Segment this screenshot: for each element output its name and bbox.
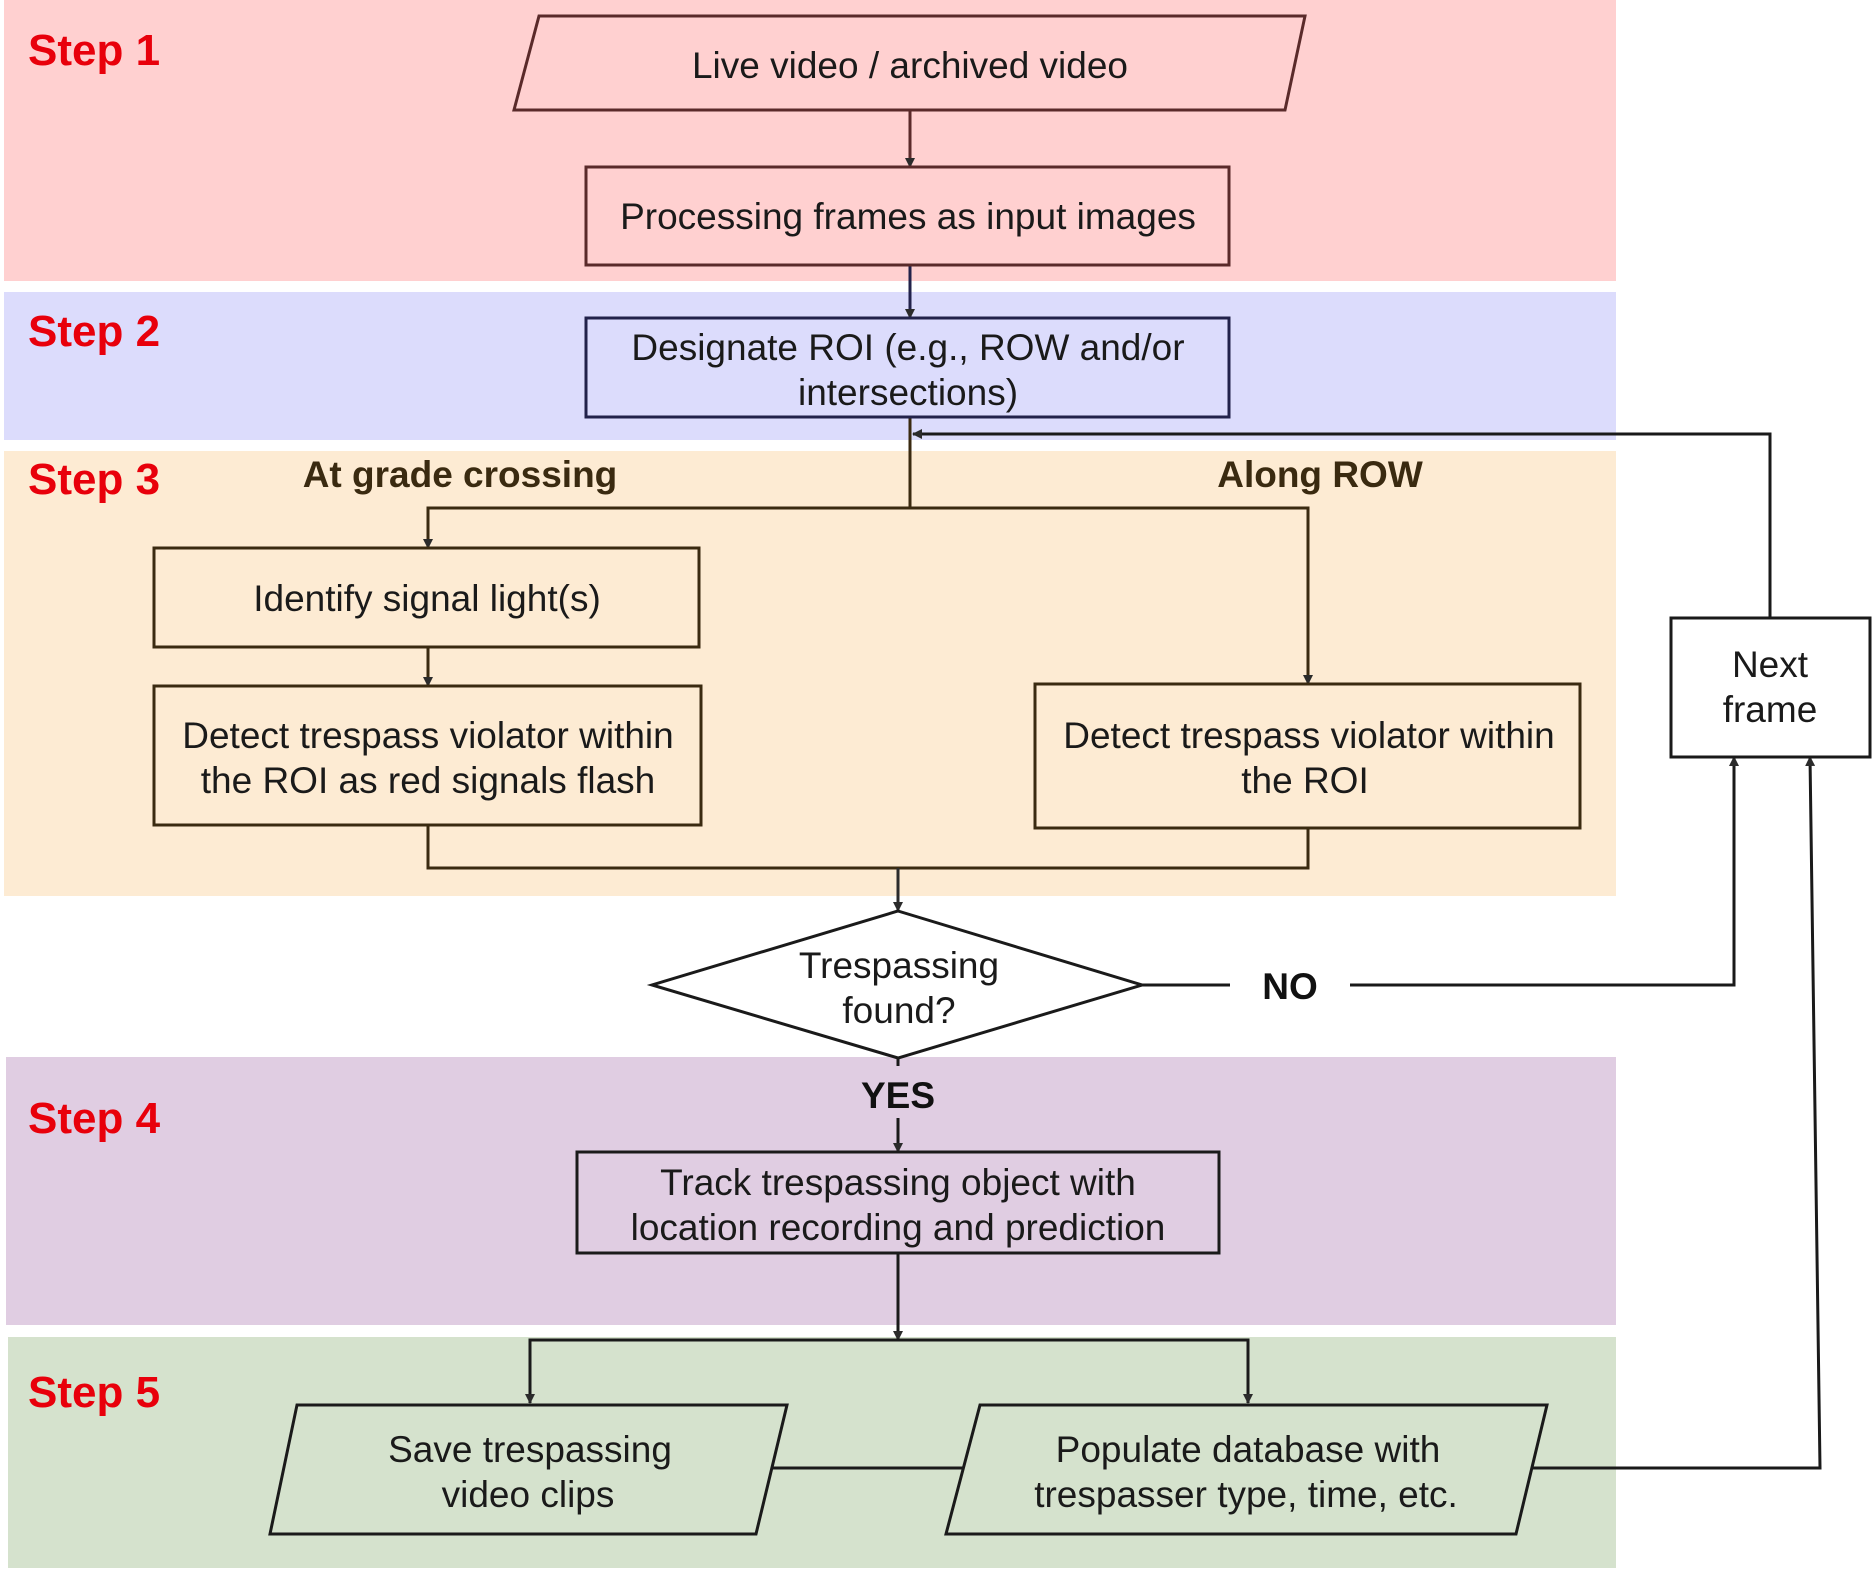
branch-label-at-grade: At grade crossing (303, 454, 618, 495)
node-track-object: Track trespassing object with location r… (575, 1150, 1221, 1255)
node-processing-frames: Processing frames as input images (584, 165, 1231, 267)
node-next-frame-line2: frame (1723, 689, 1818, 730)
node-track-object-line1: Track trespassing object with (660, 1162, 1136, 1203)
node-save-clips-line2: video clips (442, 1474, 615, 1515)
node-identify-signal-label: Identify signal light(s) (253, 578, 601, 619)
connector-to-detect-row (910, 506, 1313, 685)
node-next-frame-line1: Next (1732, 644, 1809, 685)
connector-next-frame-to-roi (912, 429, 1772, 618)
node-identify-signal: Identify signal light(s) (152, 546, 701, 649)
node-next-frame: Next frame (1669, 616, 1872, 759)
connector-to-populate-db (898, 1338, 1253, 1404)
node-populate-db-line2: trespasser type, time, etc. (1034, 1474, 1458, 1515)
decision-yes-label: YES (861, 1075, 935, 1116)
node-populate-db-line1: Populate database with (1056, 1429, 1441, 1470)
connector-db-to-next-frame (1533, 756, 1822, 1470)
node-detect-crossing-line2: the ROI as red signals flash (201, 760, 656, 801)
step2-label: Step 2 (28, 307, 160, 356)
decision-no-label: NO (1262, 966, 1318, 1007)
node-designate-roi-line2: intersections) (798, 372, 1018, 413)
node-processing-frames-label: Processing frames as input images (620, 196, 1196, 237)
node-designate-roi-line1: Designate ROI (e.g., ROW and/or (631, 327, 1184, 368)
connector-to-save-clips (525, 1338, 898, 1404)
node-save-clips: Save trespassing video clips (268, 1403, 789, 1536)
branch-label-along-row: Along ROW (1217, 454, 1423, 495)
node-input-video: Live video / archived video (512, 14, 1307, 112)
connector-no-to-next-frame (1350, 756, 1739, 987)
step1-label: Step 1 (28, 26, 160, 75)
connector-to-identify-signal (423, 506, 910, 549)
node-decision-line1: Trespassing (799, 945, 999, 986)
node-designate-roi: Designate ROI (e.g., ROW and/or intersec… (584, 316, 1231, 419)
step5-label: Step 5 (28, 1368, 160, 1417)
node-save-clips-line1: Save trespassing (388, 1429, 672, 1470)
node-detect-row-line2: the ROI (1241, 760, 1369, 801)
connector-detect-crossing-merge (426, 825, 898, 870)
node-detect-crossing-line1: Detect trespass violator within (182, 715, 673, 756)
node-populate-db: Populate database with trespasser type, … (944, 1403, 1549, 1536)
node-track-object-line2: location recording and prediction (631, 1207, 1166, 1248)
node-decision: Trespassing found? (646, 909, 1148, 1060)
node-detect-row: Detect trespass violator within the ROI (1033, 682, 1582, 830)
node-decision-line2: found? (842, 990, 955, 1031)
node-input-video-label: Live video / archived video (692, 45, 1128, 86)
node-detect-crossing: Detect trespass violator within the ROI … (152, 684, 703, 827)
step4-label: Step 4 (28, 1094, 161, 1143)
connector-detect-row-merge (898, 828, 1310, 870)
node-detect-row-line1: Detect trespass violator within (1063, 715, 1554, 756)
step3-label: Step 3 (28, 455, 160, 504)
